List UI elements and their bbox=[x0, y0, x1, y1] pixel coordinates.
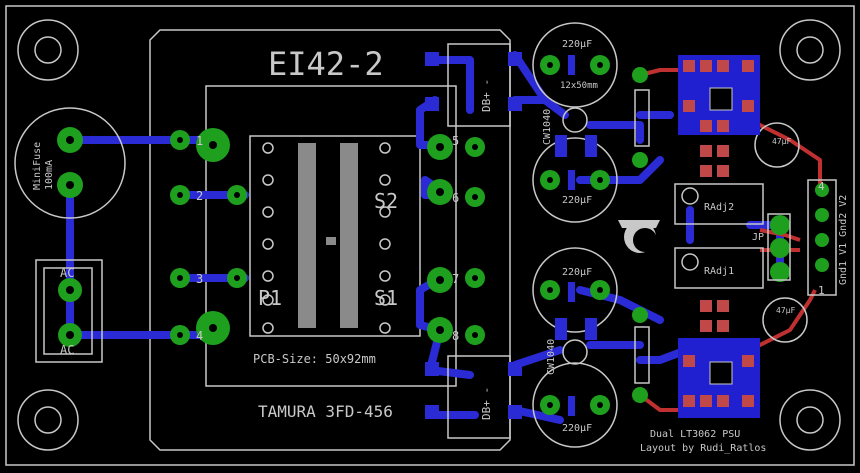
jp-label: JP bbox=[752, 232, 764, 243]
ac-connector bbox=[35, 259, 103, 363]
pin-2: 2 bbox=[196, 189, 203, 203]
mounting-holes bbox=[17, 19, 841, 451]
output-connector bbox=[767, 179, 837, 296]
bridge-pads bbox=[425, 52, 522, 419]
s2-label: S2 bbox=[374, 189, 398, 213]
transformer-name: EI42-2 bbox=[268, 45, 384, 83]
fuse-label: MiniFuse bbox=[32, 142, 43, 190]
capacitors bbox=[532, 22, 808, 448]
ac-top-label: AC bbox=[60, 266, 74, 280]
pin-7: 7 bbox=[452, 272, 459, 286]
transformer-pins bbox=[262, 142, 391, 334]
cap-small-top-label: 47µF bbox=[772, 137, 791, 146]
cap-top-a-label: 220µF bbox=[562, 39, 592, 50]
bridge-rectifiers bbox=[447, 43, 511, 439]
fuse-rating: 100mA bbox=[44, 160, 55, 190]
credit-line-1: Dual LT3062 PSU bbox=[650, 429, 740, 440]
connector-label: Gnd1 V1 Gnd2 V2 bbox=[838, 195, 849, 285]
cap-smd-pads bbox=[555, 55, 597, 416]
pin-1: 1 bbox=[196, 134, 203, 148]
transformer-outline bbox=[149, 29, 511, 451]
transformer-core bbox=[298, 143, 358, 328]
pin-4: 4 bbox=[196, 329, 203, 343]
p1-label: P1 bbox=[258, 286, 282, 310]
pin-6: 6 bbox=[452, 191, 459, 205]
pin-5: 5 bbox=[452, 134, 459, 148]
connector-pin-4: 4 bbox=[818, 180, 825, 193]
credit-line-2: Layout by Rudi_Ratlos bbox=[640, 443, 766, 454]
cap-bot-a-label: 220µF bbox=[562, 267, 592, 278]
trimmers bbox=[674, 183, 764, 289]
cap-bot-b-label: 220µF bbox=[562, 423, 592, 434]
logo bbox=[618, 220, 660, 253]
pad-holes bbox=[66, 62, 603, 408]
fuse-outline bbox=[14, 107, 126, 219]
pcb-size-label: PCB-Size: 50x92mm bbox=[253, 352, 376, 366]
regulator-bottom bbox=[678, 300, 760, 418]
connector-pin-1: 1 bbox=[818, 284, 825, 297]
pin-8: 8 bbox=[452, 329, 459, 343]
cap-small-bot-label: 47µF bbox=[776, 306, 795, 315]
cap-top-b-label: 220µF bbox=[562, 195, 592, 206]
resistors bbox=[634, 89, 650, 384]
cap-top-a-size: 12x50mm bbox=[560, 81, 598, 91]
pin-3: 3 bbox=[196, 272, 203, 286]
ntc-top-label: CW1040 bbox=[542, 109, 553, 145]
s1-label: S1 bbox=[374, 286, 398, 310]
radj1-label: RAdj1 bbox=[704, 266, 734, 277]
ntc-bottom-label: CW1040 bbox=[546, 339, 557, 375]
regulator-top bbox=[678, 55, 760, 177]
transformer-brand: TAMURA 3FD-456 bbox=[258, 402, 393, 421]
bridge-top-label: DB+ - bbox=[480, 79, 493, 112]
bridge-bottom-label: DB+ - bbox=[480, 387, 493, 420]
radj2-label: RAdj2 bbox=[704, 202, 734, 213]
board-outline bbox=[5, 5, 855, 466]
ac-bottom-label: AC bbox=[60, 343, 74, 357]
